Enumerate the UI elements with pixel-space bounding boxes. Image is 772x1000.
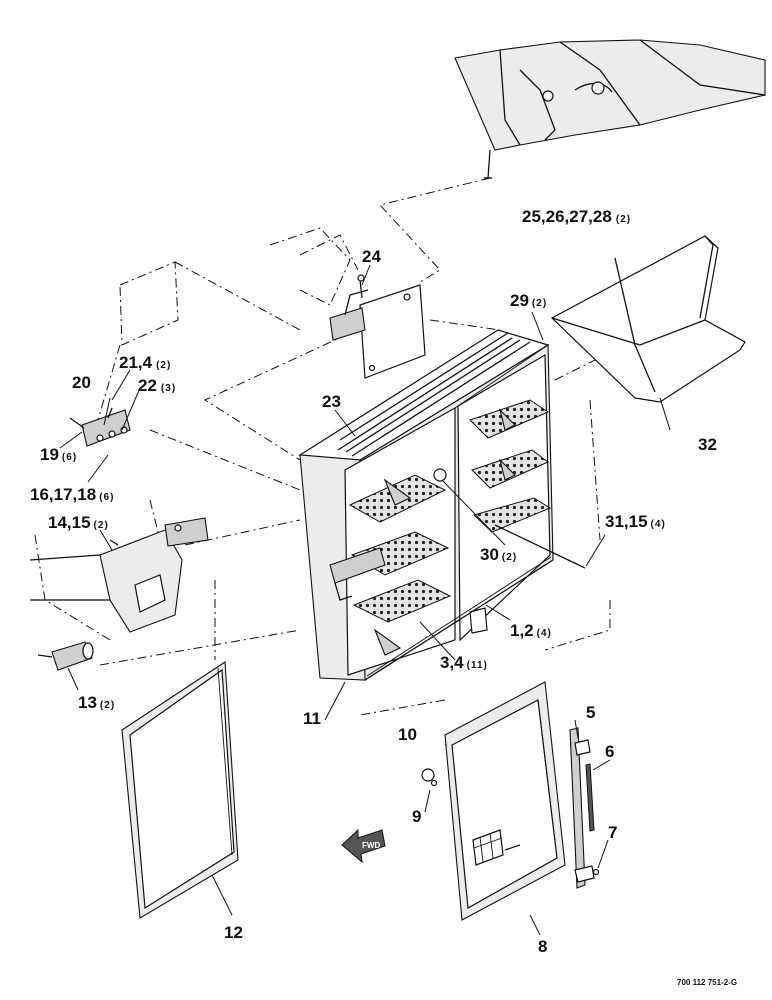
callout-10: 10 xyxy=(398,725,417,744)
callout-25-26-27-28: 25,26,27,28(2) xyxy=(522,207,631,226)
parts-5-6-7-latch xyxy=(569,727,600,889)
callout-21-4: 21,4(2) xyxy=(119,353,171,372)
callout-19: 19(6) xyxy=(40,445,77,464)
callout-32: 32 xyxy=(698,435,717,454)
callout-9: 9 xyxy=(412,807,421,826)
part-32-side-shield xyxy=(550,235,746,403)
parts-9-10-knob xyxy=(421,768,438,787)
callout-7: 7 xyxy=(608,823,617,842)
part-12-side-panel xyxy=(121,661,239,919)
callout-30: 30(2) xyxy=(480,545,517,564)
callout-13: 13(2) xyxy=(78,693,115,712)
part-13-bracket xyxy=(37,641,94,671)
callout-23: 23 xyxy=(322,392,341,411)
callout-3-4: 3,4(11) xyxy=(440,653,488,672)
callout-24: 24 xyxy=(362,247,381,266)
callout-20: 20 xyxy=(72,373,91,392)
callout-1-2: 1,2(4) xyxy=(510,621,552,640)
callout-29: 29(2) xyxy=(510,291,547,310)
callout-6: 6 xyxy=(605,742,614,761)
callout-14-15: 14,15(2) xyxy=(48,513,109,532)
callout-22: 22(3) xyxy=(138,376,176,395)
feeder-frame-upper xyxy=(454,39,766,179)
callout-labels: 25,26,27,28(2) 24 29(2) 32 21,4(2) 20 22… xyxy=(30,207,717,956)
fwd-arrow-icon: FWD xyxy=(341,828,386,864)
callout-31-15: 31,15(4) xyxy=(605,512,666,531)
background-frame-left xyxy=(34,227,359,641)
parts-19-22-bracket xyxy=(69,407,131,447)
callout-11: 11 xyxy=(303,709,321,728)
leader-lines xyxy=(59,264,671,936)
part-24-bracket xyxy=(329,274,426,379)
callout-12: 12 xyxy=(224,923,243,942)
callout-8: 8 xyxy=(538,937,547,956)
assembly-lines xyxy=(99,177,616,746)
callout-5: 5 xyxy=(586,703,595,722)
part-8-door xyxy=(444,681,566,921)
callout-16-17-18: 16,17,18(6) xyxy=(30,485,114,504)
parts-14-15-bracket xyxy=(29,517,209,633)
fwd-text: FWD xyxy=(362,841,380,850)
part-11-cabinet xyxy=(298,329,586,681)
drawing-number: 700 112 751-2-G xyxy=(677,978,737,987)
